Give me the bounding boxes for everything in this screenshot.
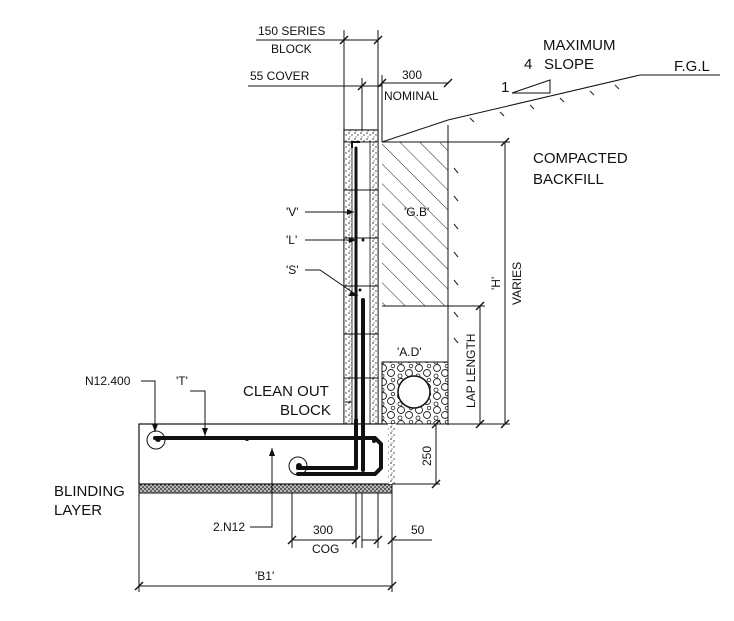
toe-50-label: 50 — [411, 523, 425, 537]
lap-zone-ticks — [453, 311, 459, 344]
fgl-label: F.G.L — [674, 58, 710, 75]
cog-label: COG — [312, 542, 339, 556]
varies-label: VARIES — [510, 262, 524, 305]
gb-label: 'G.B' — [404, 205, 429, 219]
n12-2-label: 2.N12 — [213, 520, 245, 534]
annotation-text: 150 SERIES BLOCK 55 COVER 300 NOMINAL MA… — [54, 24, 710, 583]
l-label: 'L' — [286, 233, 297, 247]
b1-label: 'B1' — [255, 569, 274, 583]
finished-ground-line — [381, 74, 720, 143]
blinding-label-1: BLINDING — [54, 483, 125, 500]
slope-rise-label: 1 — [501, 79, 509, 96]
ad-label: 'A.D' — [397, 345, 422, 359]
series-block-label-1: 150 SERIES — [258, 24, 325, 38]
reinforcement-bars — [146, 141, 383, 476]
s-label: 'S' — [286, 263, 299, 277]
series-block-label-2: BLOCK — [271, 42, 312, 56]
v-label: 'V' — [286, 205, 299, 219]
footing-depth-label: 250 — [420, 446, 434, 466]
compacted-backfill-label-1: COMPACTED — [533, 150, 628, 167]
dimension-ticks — [134, 35, 510, 591]
nominal-value: 300 — [402, 68, 422, 82]
max-slope-label-1: MAXIMUM — [543, 37, 616, 54]
dimension-lines — [138, 30, 510, 592]
clean-out-label-1: CLEAN OUT — [243, 383, 329, 400]
cover-label: 55 COVER — [250, 69, 310, 83]
compacted-backfill-label-2: BACKFILL — [533, 171, 604, 188]
agricultural-drain-zone — [381, 311, 459, 425]
h-label: 'H' — [489, 277, 503, 290]
t-label: 'T' — [176, 374, 188, 388]
cog-value-label: 300 — [313, 523, 333, 537]
leader-arrows — [152, 209, 358, 456]
slope-run-label: 4 — [524, 56, 532, 73]
nominal-label: NOMINAL — [384, 89, 439, 103]
clean-out-label-2: BLOCK — [280, 402, 331, 419]
blinding-label-2: LAYER — [54, 502, 102, 519]
leader-lines — [141, 211, 359, 528]
n12-400-label: N12.400 — [85, 374, 131, 388]
lap-length-label: LAP LENGTH — [464, 334, 478, 408]
max-slope-label-2: SLOPE — [544, 56, 594, 73]
